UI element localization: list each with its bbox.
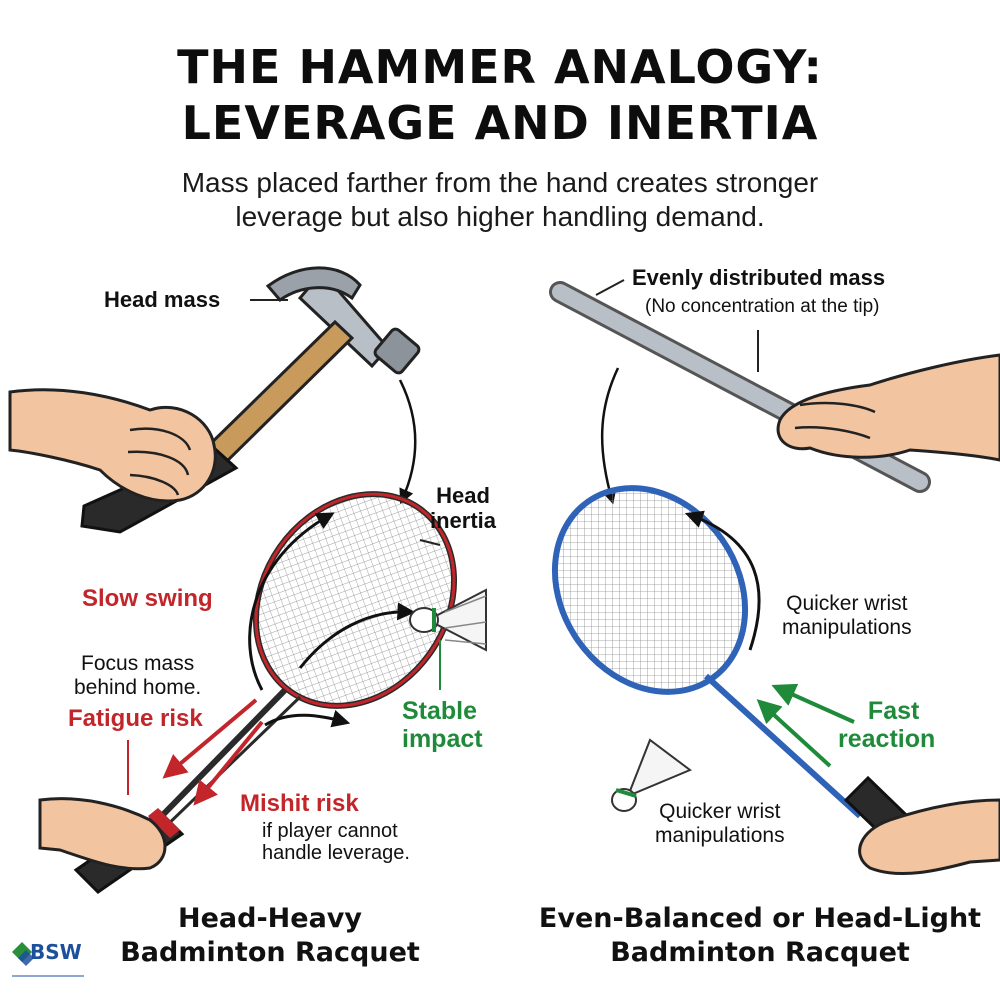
focus-mass-line-1: Focus mass bbox=[81, 652, 195, 675]
left-caption: Head-Heavy Badminton Racquet bbox=[120, 902, 420, 970]
left-caption-line-1: Head-Heavy bbox=[178, 903, 362, 934]
wrist-label-1-line-1: Quicker wrist bbox=[786, 592, 908, 615]
fast-reaction-line-2: reaction bbox=[838, 725, 936, 753]
shuttlecock-icon bbox=[611, 738, 692, 812]
hand-icon bbox=[776, 353, 1000, 462]
wrist-label-2: Quicker wrist manipulations bbox=[655, 800, 785, 847]
fatigue-risk-label: Fatigue risk bbox=[68, 705, 203, 732]
fast-reaction-label: Fast reaction bbox=[838, 697, 935, 753]
wrist-label-1-line-2: manipulations bbox=[782, 615, 912, 639]
wrist-label-1: Quicker wrist manipulations bbox=[782, 592, 912, 639]
wrist-label-2-line-2: manipulations bbox=[655, 823, 785, 847]
right-caption-line-2: Badminton Racquet bbox=[610, 937, 910, 968]
hand-icon bbox=[38, 797, 167, 871]
right-caption-line-1: Even-Balanced or Head-Light bbox=[538, 903, 982, 934]
page-title-line-1: THE HAMMER ANALOGY: bbox=[177, 40, 823, 94]
mishit-note-line-1: if player cannot bbox=[262, 820, 398, 842]
subtitle-line-2: leverage but also higher handling demand… bbox=[235, 201, 765, 232]
head-inertia-label: Head inertia bbox=[430, 483, 497, 533]
head-light-racquet bbox=[551, 485, 933, 863]
slow-swing-label: Slow swing bbox=[82, 585, 213, 612]
bsw-logo-icon bbox=[12, 942, 84, 977]
even-mass-note: (No concentration at the tip) bbox=[645, 296, 880, 317]
mishit-note: if player cannot handle leverage. bbox=[262, 820, 410, 865]
mishit-note-line-2: handle leverage. bbox=[262, 842, 410, 865]
stable-impact-label: Stable impact bbox=[402, 697, 483, 753]
head-inertia-line-2: inertia bbox=[430, 507, 497, 533]
right-caption: Even-Balanced or Head-Light Badminton Ra… bbox=[530, 902, 990, 970]
head-mass-label: Head mass bbox=[104, 287, 221, 312]
mishit-risk-label: Mishit risk bbox=[240, 790, 359, 817]
stable-impact-line-1: Stable bbox=[402, 697, 478, 725]
hand-icon bbox=[858, 798, 1000, 876]
left-caption-line-2: Badminton Racquet bbox=[120, 937, 420, 968]
stable-impact-line-2: impact bbox=[402, 725, 483, 753]
shuttlecock-icon bbox=[409, 588, 487, 652]
wrist-label-2-line-1: Quicker wrist bbox=[659, 800, 781, 823]
focus-mass-label: Focus mass behind home. bbox=[74, 652, 201, 699]
subtitle-line-1: Mass placed farther from the hand create… bbox=[181, 167, 819, 198]
head-heavy-racquet bbox=[73, 491, 458, 894]
logo-text: BSW bbox=[30, 940, 82, 964]
page-title-line-2: LEVERAGE AND INERTIA bbox=[181, 96, 819, 150]
fast-reaction-line-1: Fast bbox=[867, 697, 920, 725]
head-inertia-line-1: Head bbox=[436, 483, 490, 508]
even-mass-label: Evenly distributed mass bbox=[632, 265, 886, 290]
hand-icon bbox=[8, 388, 217, 503]
focus-mass-line-2: behind home. bbox=[74, 675, 202, 699]
